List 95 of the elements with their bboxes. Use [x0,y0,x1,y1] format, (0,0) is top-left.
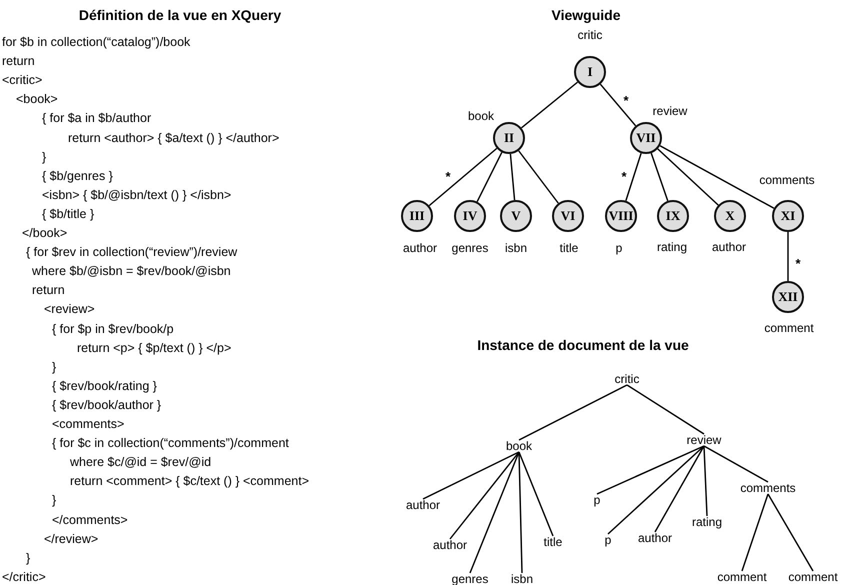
code-line: <critic> [2,73,42,88]
node-label: author [638,531,672,545]
code-line: { $b/genres } [42,168,113,183]
element-name: critic [578,28,602,42]
node-circle: V [500,200,532,232]
code-line: where $c/@id = $rev/@id [70,455,212,470]
tree-edge [625,153,642,201]
code-line: { $rev/book/author } [52,398,162,412]
code-line: <isbn> { $b/@isbn/text () } </isbn> [42,188,232,202]
node-label: critic [614,372,640,386]
tree-edge [741,494,769,572]
element-name: isbn [505,241,527,255]
tree-edge [608,445,704,535]
node-label: author [432,538,468,552]
node-label: p [594,493,600,507]
node-circle: VIII [605,200,637,232]
tree-edge [428,148,498,206]
element-name: comments [759,173,815,187]
code-line: <book> [16,92,58,106]
heading: Définition de la vue en XQuery [78,7,282,23]
element-name: rating [656,240,688,254]
node-label: rating [692,515,722,529]
code-line: <review> [44,302,95,316]
tree-edge [596,445,704,495]
tree-edge [787,232,789,281]
tree-edge [704,445,768,483]
node-label: author [406,498,440,512]
tree-edge [422,451,520,500]
code-line: for $b in collection(“catalog”)/book [2,35,190,49]
node-label: review [686,433,722,447]
node-circle: I [574,56,606,88]
node-circle: X [714,200,746,232]
node-label: book [506,439,532,453]
code-line: </review> [44,532,98,546]
code-line: return <p> { $p/text () } </p> [77,340,232,355]
tree-edge [520,82,578,128]
node-label: comment [788,570,838,584]
tree-edge [510,154,516,200]
code-line: return [32,283,65,298]
code-line: return <comment> { $c/text () } <comment> [70,474,309,488]
tree-edge [600,84,636,126]
code-line: <comments> [52,417,124,431]
code-line: </critic> [2,570,46,584]
element-name: author [712,240,746,254]
node-label: comments [740,481,796,495]
code-line: { $b/title } [42,206,94,221]
element-name: comment [764,321,814,335]
tree-edge [767,494,814,572]
node-circle: VII [630,122,662,154]
node-circle: II [493,122,525,154]
tree-edge [626,384,704,435]
element-name: review [652,104,688,118]
node-label: comment [717,570,767,584]
code-line: } [42,150,46,164]
code-line: { for $rev in collection(“review”)/review [26,245,238,260]
code-line: { $rev/book/rating } [52,378,157,393]
tree-edge [660,145,774,209]
node-label: p [604,533,612,547]
code-line: </comments> [52,512,128,526]
element-name: author [402,241,438,255]
element-name: p [616,241,622,255]
code-line: return <author> { $a/text () } </author> [68,130,280,144]
tree-edge [518,452,554,536]
code-line: } [52,360,56,374]
code-line: } [26,550,30,565]
node-label: isbn [511,572,533,585]
tree-edge [518,452,523,574]
tree-edge [476,152,502,202]
heading: Instance de document de la vue [477,337,689,353]
tree-edge [469,452,520,574]
node-circle: VI [552,200,584,232]
code-line: { for $p in $rev/book/p [52,322,174,336]
heading: Viewguide [552,7,620,23]
tree-edge [703,446,708,516]
element-name: genres [452,241,488,255]
code-line: } [52,493,56,508]
tree-edge [449,452,520,540]
code-line: return [2,54,35,68]
node-circle: IX [657,200,689,232]
tree-edge [650,152,668,202]
node-circle: IV [454,200,486,232]
tree-edge [657,148,719,206]
tree-edge [654,446,705,532]
code-line: </book> [22,226,68,240]
node-circle: III [401,200,433,232]
code-line: where $b/@isbn = $rev/book/@isbn [32,264,231,278]
node-circle: XI [772,200,804,232]
element-name: title [560,241,578,255]
code-line: { for $a in $b/author [42,111,152,126]
tree-edge [518,150,559,204]
element-name: book [468,109,494,123]
node-label: title [544,535,562,549]
node-circle: XII [772,281,804,313]
tree-edge [518,384,628,441]
code-line: { for $c in collection(“comments”)/comment [52,436,289,450]
